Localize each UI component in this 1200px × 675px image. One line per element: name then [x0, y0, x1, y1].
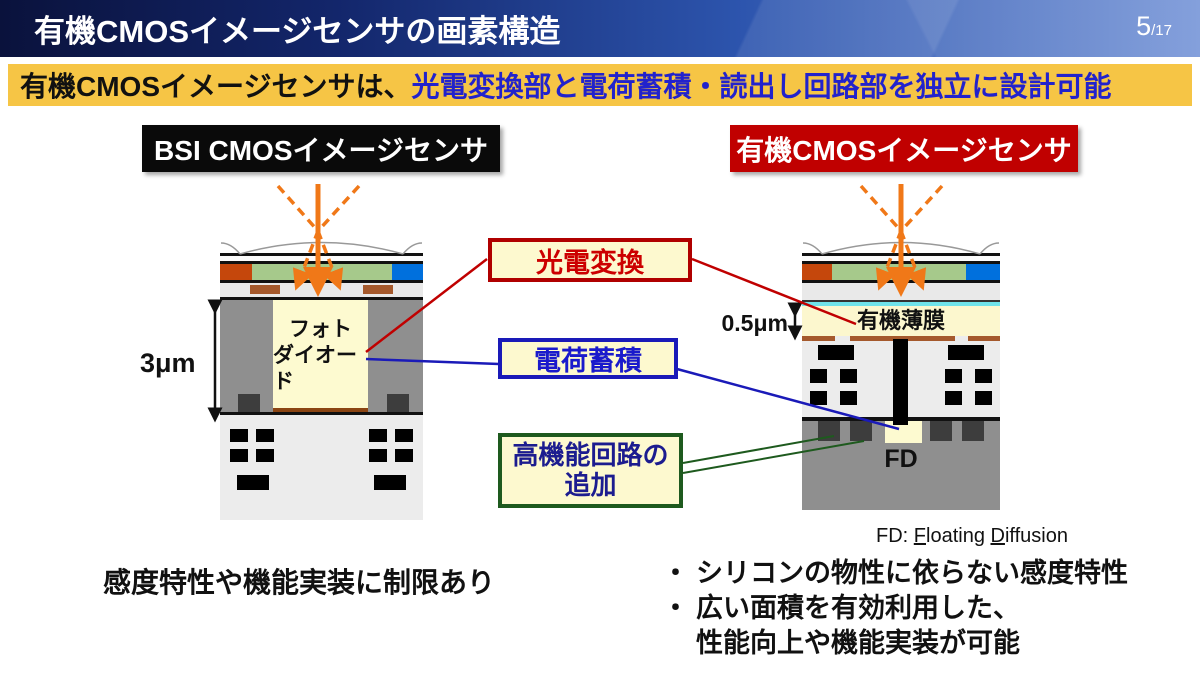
- metal-pad: [250, 285, 280, 294]
- banner-text-plain: 有機CMOSイメージセンサは、: [20, 71, 412, 102]
- microlens-arcs-icon: [802, 241, 1000, 255]
- fd-label: FD: [884, 445, 918, 473]
- title-bar: 有機CMOSイメージセンサの画素構造 5/17: [0, 0, 1200, 57]
- bullet-marker: ・: [662, 558, 689, 588]
- pixel-electrode-row: [802, 336, 1000, 341]
- blue-filter: [392, 264, 423, 280]
- bullet-text: 広い面積を有効利用した、: [696, 593, 1020, 624]
- key-message-banner: 有機CMOSイメージセンサは、光電変換部と電荷蓄積・読出し回路部を独立に設計可能: [8, 64, 1192, 106]
- bullet-text: シリコンの物性に依らない感度特性: [696, 558, 1128, 588]
- transistor-gate: [962, 421, 984, 441]
- bsi-sensor-diagram: フォト ダイオード: [220, 238, 423, 520]
- fd-note-rest2: iffusion: [1004, 525, 1068, 547]
- list-item: ・ 広い面積を有効利用した、: [662, 591, 1128, 626]
- red-filter: [220, 264, 252, 280]
- interconnect-gap-layer: [802, 283, 1000, 300]
- callout-charge-storage: 電荷蓄積: [498, 338, 678, 379]
- photodiode-bottom-contact: [273, 408, 368, 412]
- transistor-gate: [387, 394, 409, 412]
- page-number-total: /17: [1151, 22, 1172, 39]
- transistor-gate: [850, 421, 872, 441]
- list-item: ・ シリコンの物性に依らない感度特性: [662, 556, 1128, 591]
- thickness-3um-label: 3μm: [140, 348, 196, 378]
- page-number: 5/17: [1136, 11, 1172, 42]
- page-number-current: 5: [1136, 11, 1152, 41]
- bsi-heading-label: BSI CMOSイメージセンサ: [142, 125, 500, 172]
- callout-photoelectric: 光電変換: [488, 238, 692, 282]
- photodiode-label-line1: フォト: [289, 317, 352, 341]
- fd-note-d: D: [990, 525, 1005, 547]
- transparent-electrode-layer: [802, 300, 1000, 306]
- interconnect-gap-layer: [220, 283, 423, 297]
- color-filter-layer: [220, 261, 423, 283]
- silicon-layer: FD: [802, 417, 1000, 510]
- organic-benefits-list: ・ シリコンの物性に依らない感度特性 ・ 広い面積を有効利用した、 性能向上や機…: [662, 556, 1128, 661]
- wiring-layer: [220, 415, 423, 520]
- fd-note-rest1: loating: [926, 525, 991, 547]
- callout-added-circuit-line2: 追加: [564, 469, 617, 500]
- organic-heading-label: 有機CMOSイメージセンサ: [730, 125, 1078, 172]
- organic-film-region: 有機薄膜: [802, 306, 1000, 336]
- transistor-gate: [930, 421, 952, 441]
- fd-note-head: FD:: [876, 525, 914, 547]
- color-filter-layer: [802, 261, 1000, 283]
- microlens-arcs-icon: [220, 241, 423, 255]
- red-filter: [802, 264, 832, 280]
- page-title: 有機CMOSイメージセンサの画素構造: [34, 14, 561, 49]
- banner-text-highlight: 光電変換部と電荷蓄積・読出し回路部を独立に設計可能: [411, 71, 1112, 102]
- green-filter: [252, 264, 392, 280]
- transistor-gate: [238, 394, 260, 412]
- microlens-layer: [802, 238, 1000, 256]
- contact-via: [893, 339, 908, 425]
- organic-sensor-diagram: 有機薄膜 FD: [802, 238, 1000, 510]
- metal-pad: [363, 285, 393, 294]
- callout-added-circuit: 高機能回路の 追加: [498, 433, 683, 508]
- bullet-marker: ・: [662, 593, 689, 624]
- transistor-gate: [818, 421, 840, 441]
- bullet-text-continued: 性能向上や機能実装が可能: [696, 628, 1020, 659]
- callout-added-circuit-line1: 高機能回路の: [512, 439, 669, 470]
- green-filter: [832, 264, 966, 280]
- fd-note: FD: Floating Diffusion: [876, 525, 1068, 548]
- bsi-limitation-caption: 感度特性や機能実装に制限あり: [103, 567, 496, 598]
- silicon-layer: フォト ダイオード: [220, 297, 423, 415]
- blue-filter: [966, 264, 1000, 280]
- thickness-05um-label: 0.5μm: [721, 310, 789, 336]
- fd-note-f: F: [913, 525, 926, 547]
- photodiode-label-line2: ダイオード: [273, 343, 357, 394]
- microlens-layer: [220, 238, 423, 256]
- photodiode-region: フォト ダイオード: [273, 300, 368, 412]
